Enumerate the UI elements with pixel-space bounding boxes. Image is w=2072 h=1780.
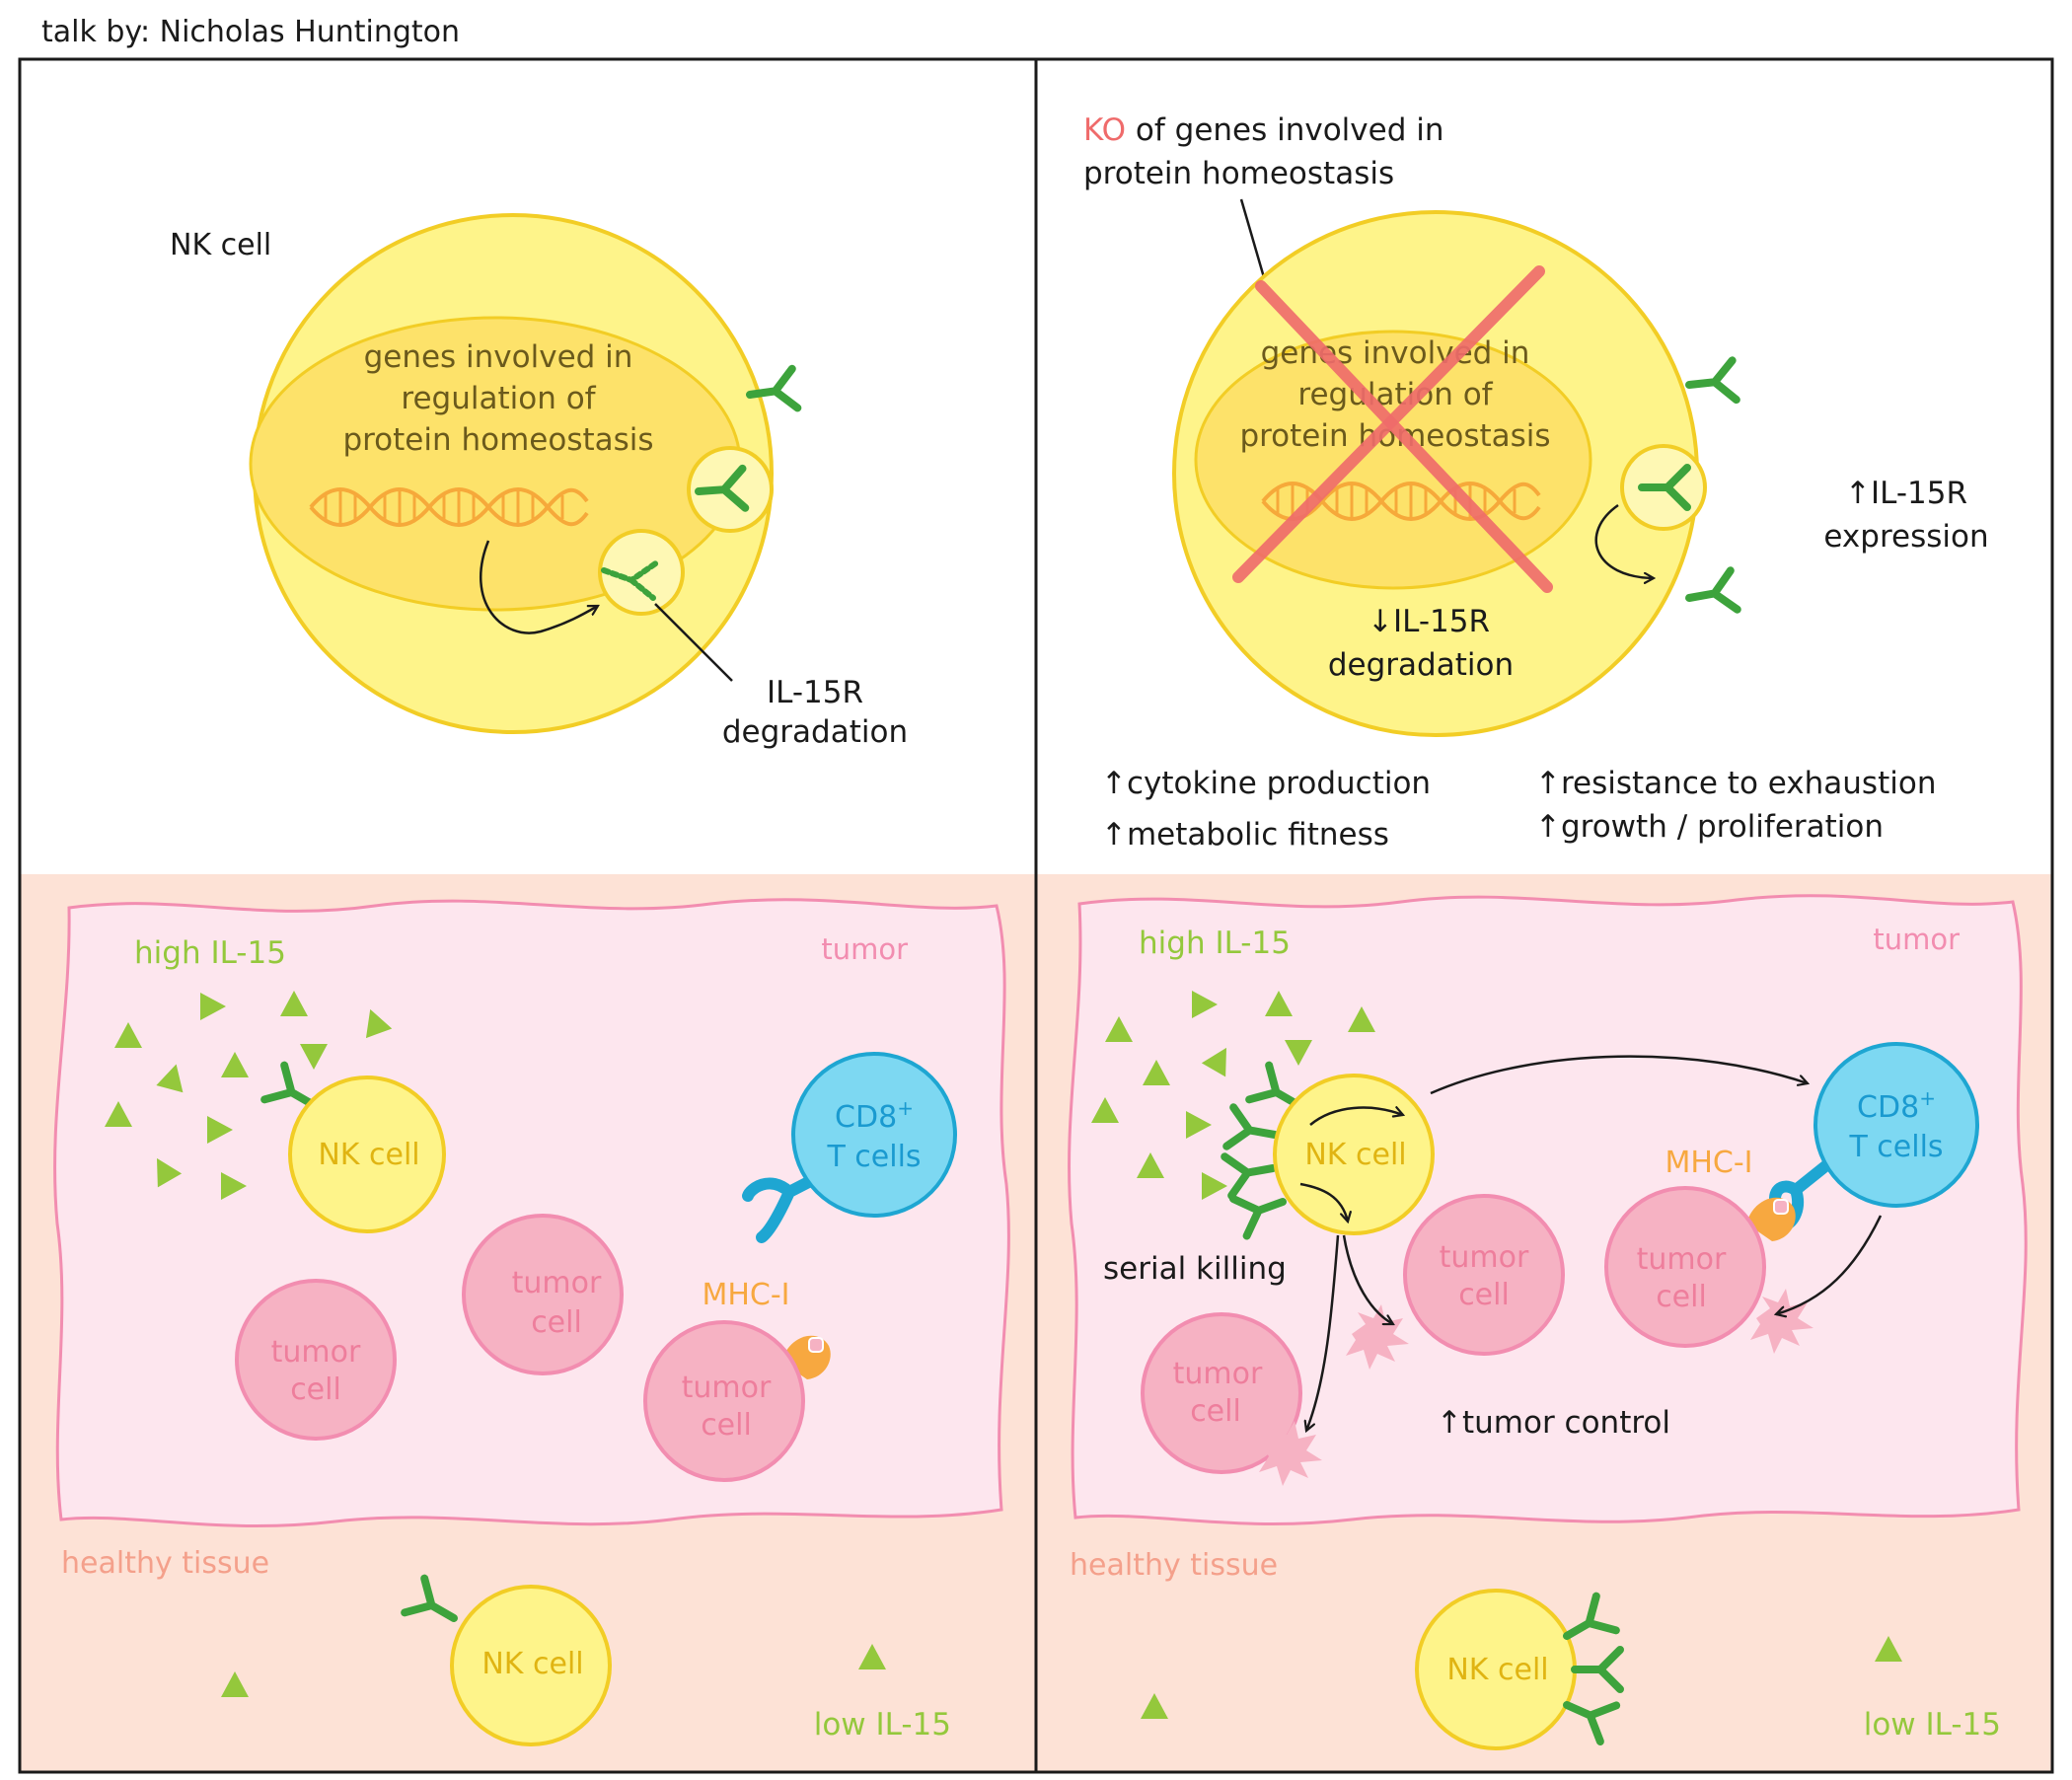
ko-label-line-2: protein homeostasis (1083, 156, 1394, 191)
ko-tumor-cell-2 (1604, 1186, 1766, 1348)
tumor-cell-2-line-2: cell (531, 1305, 582, 1340)
ko-cd8-sup: + (1919, 1086, 1936, 1110)
t-cells-label: T cells (826, 1140, 921, 1174)
effect-metabolic: ↑metabolic fitness (1101, 817, 1389, 853)
serial-kill-arrow-1 (1342, 1234, 1393, 1324)
tumor-cell-2-line-1: tumor (512, 1266, 602, 1300)
nk-activation-arrow-1 (1309, 1108, 1403, 1126)
tumor-cell-1-line-1: tumor (271, 1335, 361, 1370)
recycling-arrow (1594, 503, 1654, 578)
ko-tumor-cell-1-line-1: tumor (1440, 1240, 1529, 1275)
healthy-nk-cell (450, 1585, 612, 1746)
ko-tumor-cell-3-line-1: tumor (1173, 1357, 1263, 1391)
mhc-label: MHC-I (702, 1278, 789, 1312)
reduced-degradation-1: ↓IL-15R (1368, 604, 1490, 639)
nucleus-line-1: genes involved in (364, 339, 633, 375)
ko-tumor-cell-3 (1141, 1312, 1302, 1474)
tumor-nk-label: NK cell (318, 1138, 419, 1172)
degradation-label-2: degradation (722, 714, 908, 750)
ko-label-line-1: KO of genes involved in (1083, 112, 1444, 148)
tumor-region-ko (1068, 894, 2028, 1525)
ko-tumor-cell-3-line-2: cell (1190, 1394, 1241, 1429)
healthy-nk-label: NK cell (481, 1647, 583, 1681)
high-il15-label: high IL-15 (134, 935, 286, 971)
tumor-cell-1 (235, 1279, 397, 1441)
dna-icon (309, 487, 589, 527)
cd8-sup: + (897, 1096, 914, 1120)
nucleus-line-2: regulation of (401, 381, 596, 416)
cd8-t-cell (791, 1052, 957, 1218)
cd8-kill-arrow (1776, 1215, 1883, 1314)
serial-kill-arrow-2 (1306, 1234, 1340, 1431)
tumor-label-ko: tumor (1873, 923, 1960, 956)
expression-label-2: expression (1823, 519, 1988, 555)
ko-tumor-cell-1-line-2: cell (1458, 1278, 1510, 1312)
nk-cell-label: NK cell (170, 228, 271, 262)
ko-nucleus-line-1: genes involved in (1261, 335, 1530, 371)
ko-t-cells-label: T cells (1848, 1130, 1943, 1164)
healthy-tissue-label: healthy tissue (61, 1546, 269, 1581)
endosome (687, 446, 774, 533)
nk-to-cd8-arrow (1430, 1055, 1808, 1095)
transport-arrow (480, 540, 598, 634)
low-il15-label: low IL-15 (814, 1707, 951, 1743)
ko-tumor-cell-2-line-1: tumor (1637, 1242, 1727, 1277)
ko-tumor-cell-2-line-2: cell (1656, 1280, 1707, 1314)
tumor-control-label: ↑tumor control (1437, 1405, 1670, 1441)
tumor-cell-1-line-2: cell (290, 1372, 341, 1407)
left-nk-cell-diagram: NK cell genes involved in regulation of … (170, 213, 908, 750)
effect-exhaustion: ↑resistance to exhaustion (1535, 766, 1936, 801)
ko-cross-icon (1232, 265, 1553, 593)
ko-healthy-nk-label: NK cell (1446, 1653, 1548, 1687)
degradation-label-1: IL-15R (767, 675, 863, 710)
ko-word: KO (1083, 112, 1126, 148)
ko-cd8-t-cell (1813, 1042, 1979, 1208)
ko-low-il15-label: low IL-15 (1864, 1707, 2001, 1743)
ko-mhc-molecule (1746, 1197, 1796, 1241)
high-il15-label-ko: high IL-15 (1139, 926, 1291, 961)
nucleus-line-3: protein homeostasis (342, 422, 653, 458)
tumor-cell-2 (462, 1214, 624, 1375)
ko-cd8-label: CD8+ (1857, 1086, 1936, 1125)
reduced-degradation-2: degradation (1328, 647, 1514, 683)
ko-rest: of genes involved in (1126, 112, 1443, 148)
tumor-cell-3-line-1: tumor (682, 1371, 772, 1405)
right-ko-diagram: KO of genes involved in protein homeosta… (1083, 112, 1989, 853)
ko-tumor-nk-label: NK cell (1304, 1138, 1406, 1172)
tumor-nk-cell (288, 1075, 446, 1233)
serial-killing-label: serial killing (1103, 1251, 1287, 1287)
tumor-cell-3-line-2: cell (701, 1408, 752, 1443)
expression-label-1: ↑IL-15R (1845, 476, 1967, 511)
bottom-right-scene: high IL-15 tumor NK cell CD8 (1068, 894, 2028, 1750)
degradation-pointer (654, 603, 733, 682)
degraded-receptor-icon (601, 559, 660, 601)
bottom-left-scene: high IL-15 tumor NK cell CD8+ T cells tu… (53, 898, 1010, 1746)
tumor-cell-3 (643, 1320, 805, 1482)
ko-cd8-prefix: CD8 (1857, 1090, 1919, 1125)
cd8-label: CD8+ (835, 1096, 914, 1135)
ko-nucleus-line-2: regulation of (1297, 377, 1493, 412)
effect-cytokine: ↑cytokine production (1101, 766, 1431, 801)
ko-tumor-cell-1 (1403, 1194, 1565, 1356)
nk-activation-arrow-2 (1299, 1182, 1348, 1222)
tumor-label: tumor (821, 932, 908, 966)
cd8-prefix: CD8 (835, 1100, 897, 1135)
credit-text: talk by: Nicholas Huntington (41, 15, 460, 49)
ko-healthy-tissue-label: healthy tissue (1070, 1548, 1278, 1583)
ko-mhc-label: MHC-I (1665, 1146, 1752, 1180)
effect-proliferation: ↑growth / proliferation (1535, 809, 1884, 845)
